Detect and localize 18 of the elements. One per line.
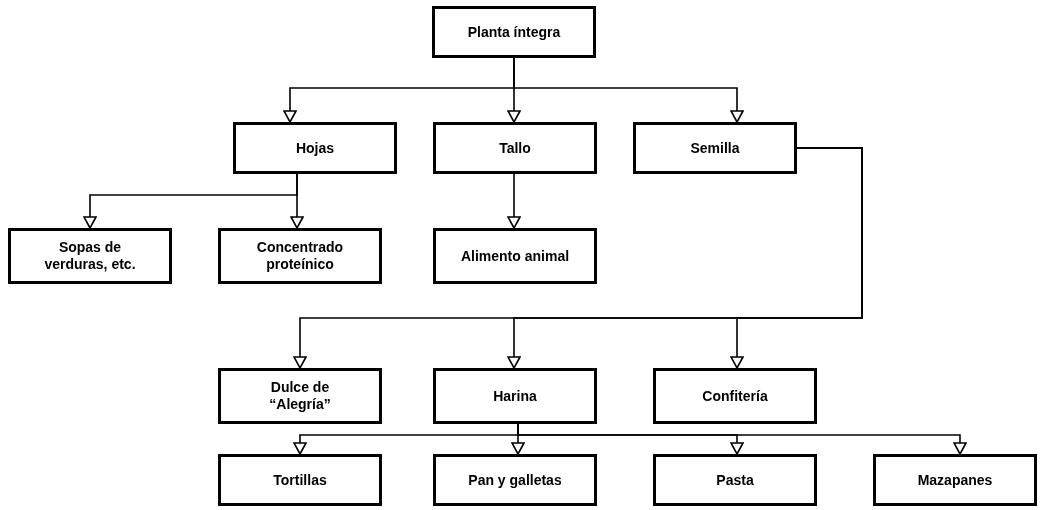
process-box: Harina [433, 368, 597, 424]
process-box: Tortillas [218, 454, 382, 506]
process-box: Dulce de “Alegría” [218, 368, 382, 424]
arrow [730, 147, 863, 369]
process-box: Confitería [653, 368, 817, 424]
process-box: Sopas de verduras, etc. [8, 228, 172, 284]
process-box: Semilla [633, 122, 797, 174]
process-box: Pasta [653, 454, 817, 506]
process-box: Hojas [233, 122, 397, 174]
process-box: Pan y galletas [433, 454, 597, 506]
process-box: Mazapanes [873, 454, 1037, 506]
process-box: Planta íntegra [432, 6, 596, 58]
arrow [290, 173, 304, 229]
process-box: Tallo [433, 122, 597, 174]
process-box: Alimento animal [433, 228, 597, 284]
arrow [513, 57, 744, 123]
process-box: Concentrado proteínico [218, 228, 382, 284]
arrow [507, 173, 521, 229]
